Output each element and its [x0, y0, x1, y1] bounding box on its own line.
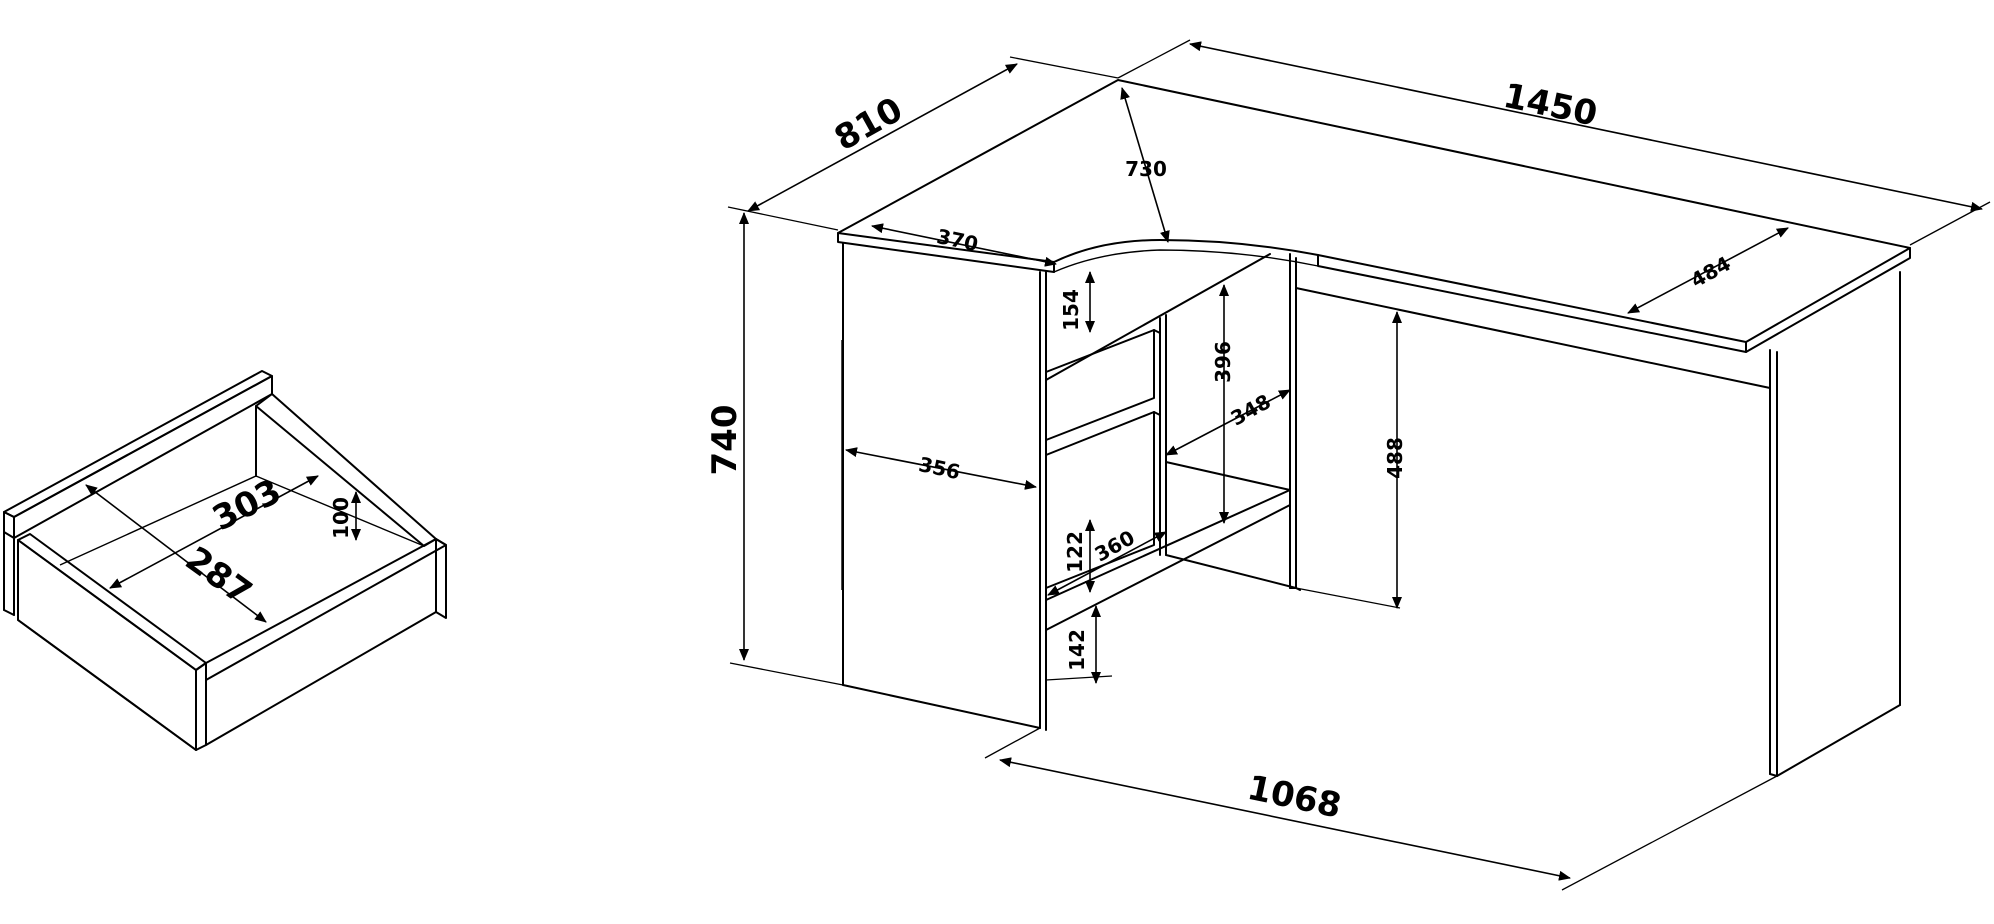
top-left-depth-label: 370 — [935, 224, 981, 256]
drawer-depth-line — [85, 484, 267, 623]
desk-outline — [837, 79, 1911, 777]
lower-shelf-depth-line — [1047, 531, 1167, 596]
cabinet-depth-line — [845, 447, 1037, 490]
shelf-depth-label: 348 — [1227, 389, 1275, 430]
drawer-dimensions: 303 287 100 — [85, 471, 361, 623]
floor-length-label: 1068 — [1244, 768, 1345, 827]
floor-length-line — [999, 757, 1571, 881]
overall-depth-label: 810 — [828, 90, 909, 159]
corner-depth-label: 730 — [1125, 157, 1167, 181]
upper-gap-label: 154 — [1059, 289, 1083, 331]
overall-depth-line — [747, 63, 1018, 212]
overall-width-label: 1450 — [1500, 76, 1601, 135]
top-right-depth-line — [1627, 227, 1789, 314]
desk-dimension-labels: 1450 810 740 1068 370 730 484 154 396 34… — [705, 76, 1735, 827]
knee-height-label: 488 — [1383, 437, 1407, 479]
drawer-height-label: 100 — [329, 497, 353, 539]
drawer-width-label: 303 — [206, 471, 287, 539]
plinth-label: 142 — [1065, 629, 1089, 671]
drawer-gap-label: 122 — [1063, 531, 1087, 573]
top-left-depth-line — [871, 223, 1057, 267]
corner-depth-line — [1120, 87, 1170, 243]
drawer-outline — [3, 370, 447, 751]
overall-width-line — [1189, 41, 1983, 212]
cabinet-depth-label: 356 — [917, 452, 963, 484]
shelf-opening-label: 396 — [1211, 341, 1235, 383]
desk-dimension-lines — [739, 41, 1983, 881]
top-right-depth-label: 484 — [1687, 251, 1735, 292]
drawer-depth-label: 287 — [178, 539, 259, 613]
shelf-depth-line — [1165, 389, 1291, 456]
height-label: 740 — [705, 405, 745, 476]
